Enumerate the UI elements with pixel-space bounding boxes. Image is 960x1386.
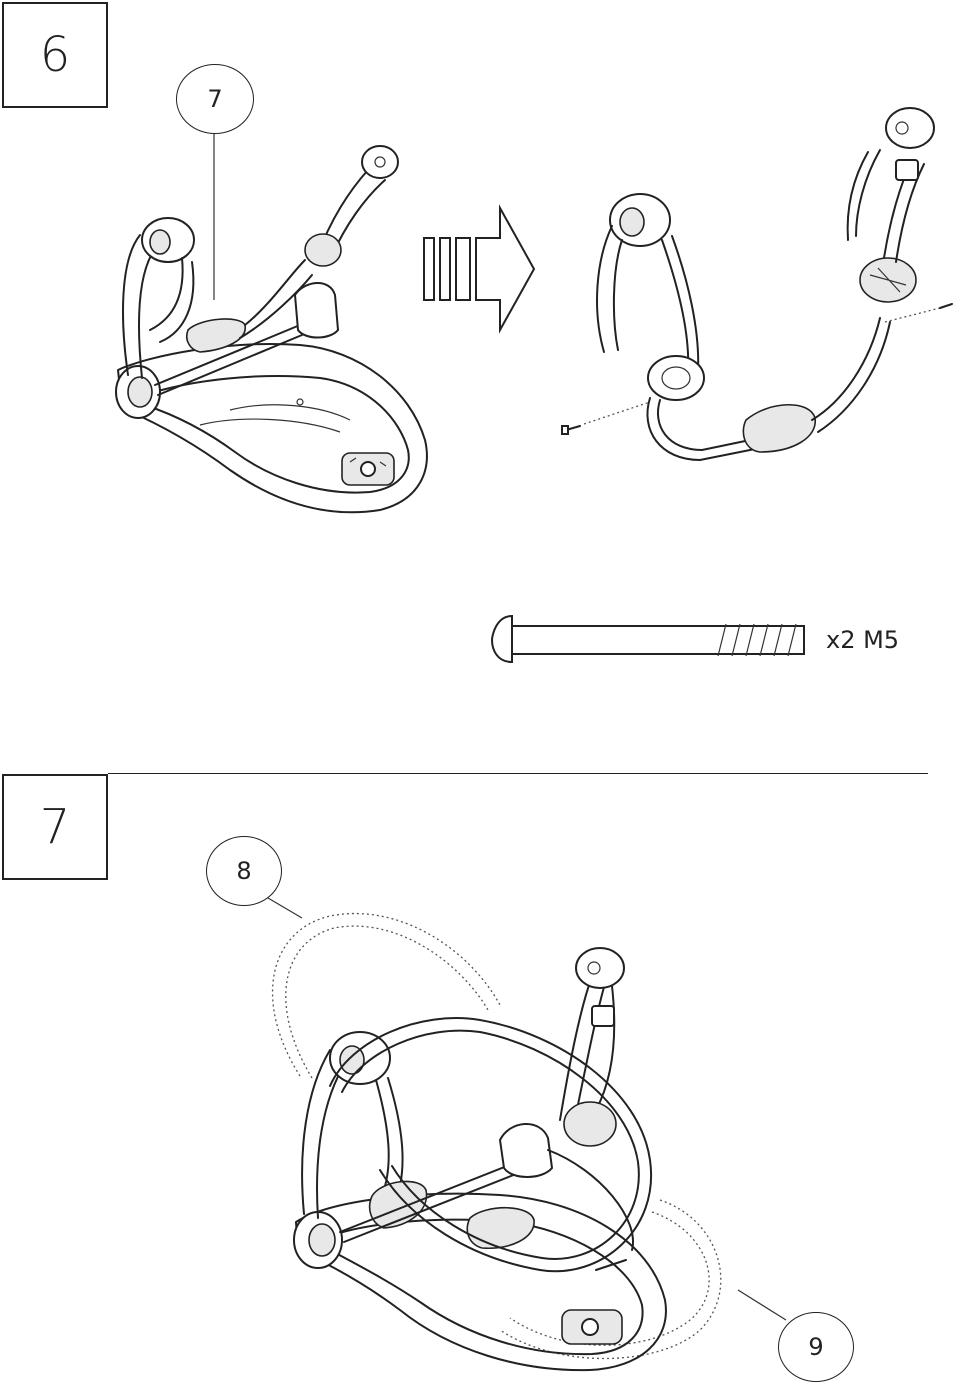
step-6-base-assembly — [115, 145, 428, 514]
part-callout-8-text: 8 — [236, 857, 252, 885]
callout-9-leader — [737, 1289, 787, 1321]
step-7-full-assembly — [271, 912, 722, 1372]
step-6-number-text: 6 — [39, 27, 71, 83]
step-6-exploded-frame — [561, 107, 953, 461]
part-callout-9-text: 9 — [808, 1333, 824, 1361]
callout-8-leader — [267, 897, 303, 919]
part-callout-7-text: 7 — [207, 85, 223, 113]
section-divider — [108, 773, 928, 774]
screw-quantity-label: x2 M5 — [826, 626, 900, 654]
part-callout-9: 9 — [778, 1312, 854, 1382]
part-callout-7: 7 — [176, 64, 254, 134]
bolt-m5-icon — [490, 614, 805, 664]
step-6-number: 6 — [2, 2, 108, 108]
part-callout-8: 8 — [206, 836, 282, 906]
step-7-number: 7 — [2, 774, 108, 880]
step-7-number-text: 7 — [39, 799, 71, 855]
assembly-arrow-icon — [423, 204, 536, 334]
